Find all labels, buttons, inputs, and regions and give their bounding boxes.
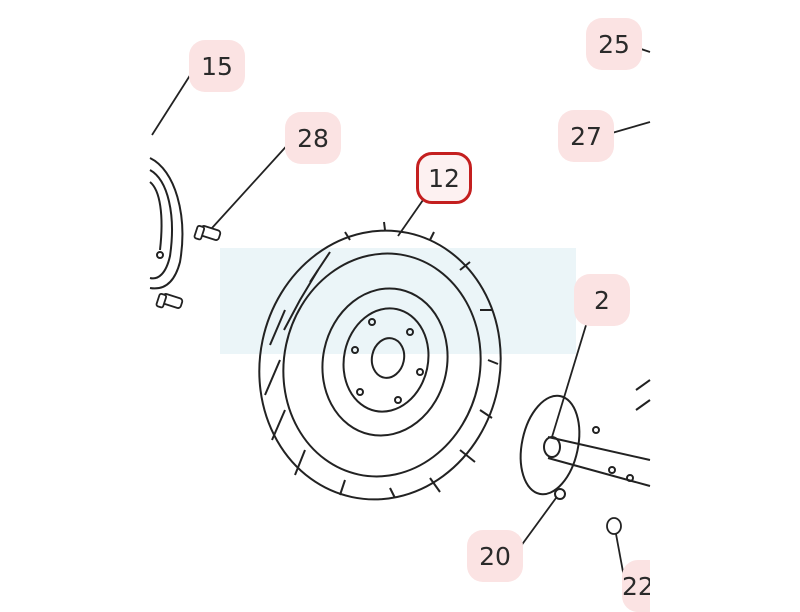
callout-2[interactable]: 2 xyxy=(574,274,630,326)
bolt-upper xyxy=(193,224,222,241)
bolt-lower xyxy=(155,292,184,309)
callout-25[interactable]: 25 xyxy=(586,18,642,70)
nut-part-22 xyxy=(606,517,622,535)
callout-22[interactable]: 22 xyxy=(622,560,650,612)
callout-27[interactable]: 27 xyxy=(558,110,614,162)
callout-20[interactable]: 20 xyxy=(467,530,523,582)
axle-part-2 xyxy=(519,379,651,500)
callout-15[interactable]: 15 xyxy=(189,40,245,92)
callout-12-selected[interactable]: 12 xyxy=(416,152,472,204)
callout-28[interactable]: 28 xyxy=(285,112,341,164)
highlight-band xyxy=(220,248,576,354)
hub-part-15 xyxy=(149,157,184,290)
wheel-part-12 xyxy=(258,221,502,501)
